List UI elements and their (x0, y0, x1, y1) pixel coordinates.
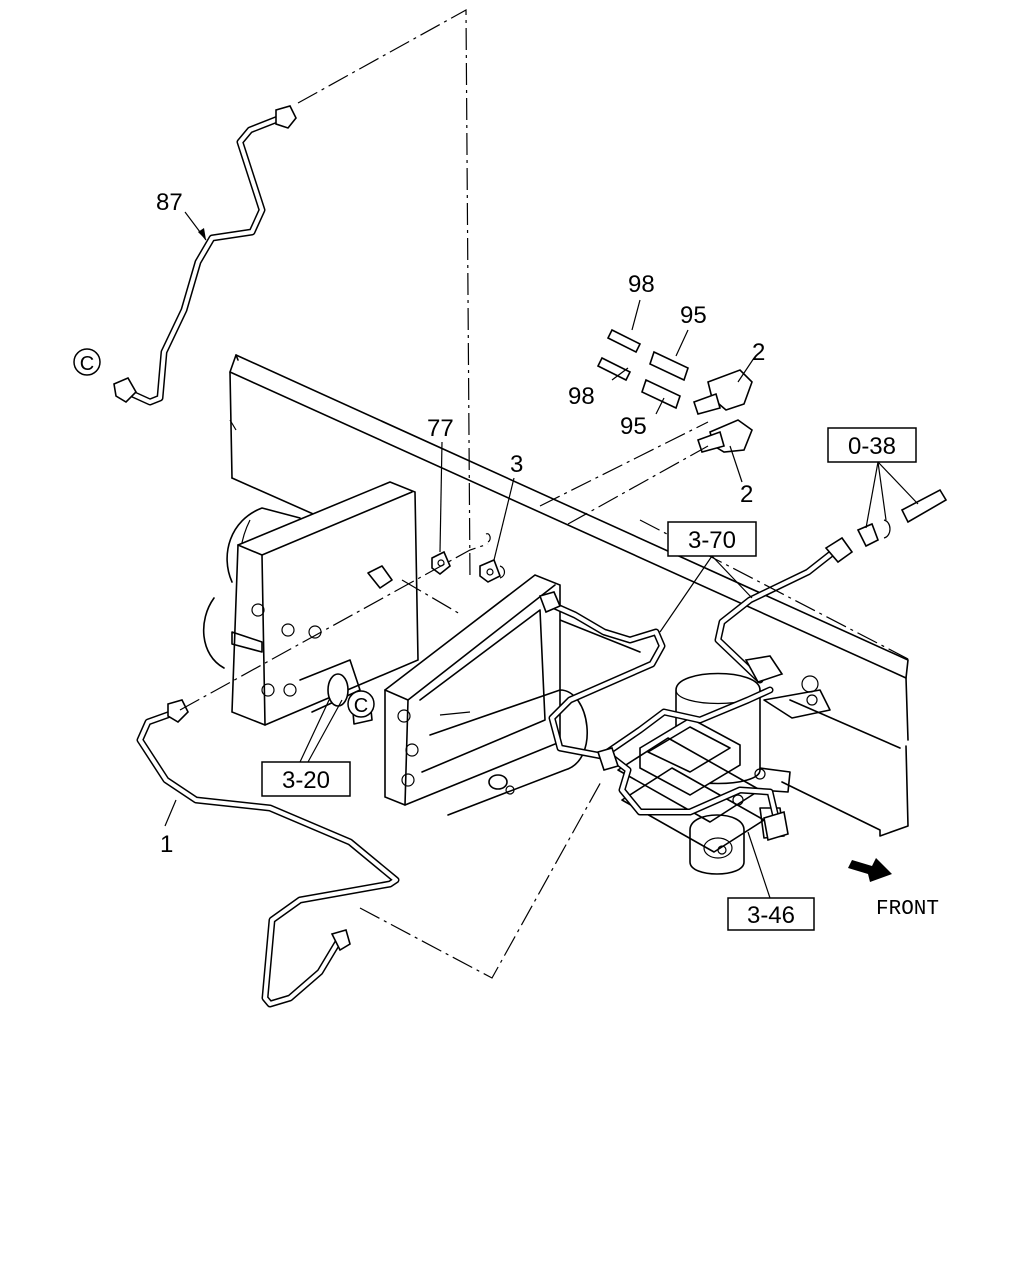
callout-95-upper: 95 (680, 302, 707, 329)
pipes (124, 113, 840, 1008)
connector-c-mid: C (347, 690, 375, 718)
reference-boxes: 0-38 3-70 3-20 3-46 (261, 427, 917, 931)
callout-2-upper: 2 (752, 339, 765, 366)
arrow-icon (848, 858, 892, 882)
ref-label-3-20: 3-20 (282, 767, 330, 794)
connector-c-mid-label: C (354, 695, 368, 717)
leader-lines (164, 211, 919, 899)
callouts: 87 98 95 2 98 95 77 3 2 1 (156, 189, 765, 858)
callout-1: 1 (160, 831, 173, 858)
callout-3: 3 (510, 451, 523, 478)
callout-95-lower: 95 (620, 413, 647, 440)
callout-98-lower: 98 (568, 383, 595, 410)
ref-label-3-46: 3-46 (747, 902, 795, 929)
callout-98-upper: 98 (628, 271, 655, 298)
ref-box-3-70: 3-70 (667, 521, 757, 557)
callout-2-lower: 2 (740, 481, 753, 508)
callout-87: 87 (156, 189, 183, 216)
ref-box-3-20: 3-20 (261, 761, 351, 797)
ref-label-0-38: 0-38 (848, 433, 896, 460)
ref-label-3-70: 3-70 (688, 527, 736, 554)
left-actuator-assembly (202, 481, 419, 726)
fittings (113, 105, 948, 952)
pipe-87 (124, 113, 287, 406)
callout-77: 77 (427, 415, 454, 442)
connector-c-top-label: C (80, 353, 94, 375)
front-indicator: FRONT (848, 858, 939, 921)
connector-symbols: C C (73, 348, 375, 718)
ref-box-0-38: 0-38 (827, 427, 917, 463)
ref-box-3-46: 3-46 (727, 897, 815, 931)
center-lines (179, 8, 911, 979)
frame-rail (229, 354, 909, 837)
front-label: FRONT (876, 898, 939, 921)
connector-c-top: C (73, 348, 101, 376)
